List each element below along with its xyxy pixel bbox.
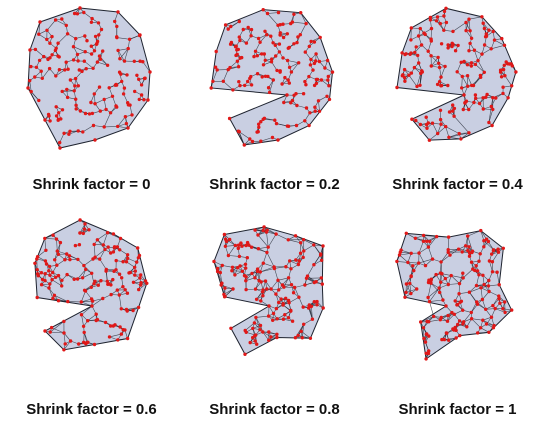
point-cloud-boundary-diagram	[395, 6, 518, 142]
panel-caption: Shrink factor = 0.4	[392, 176, 523, 193]
panel-shrink-0.6: Shrink factor = 0.6	[0, 211, 183, 422]
panel-caption: Shrink factor = 1	[398, 401, 517, 418]
point-markers	[395, 228, 514, 361]
point-cloud-boundary-diagram	[33, 218, 149, 352]
shape-fill	[396, 230, 513, 360]
panel-shrink-1: Shrink factor = 1	[366, 211, 549, 422]
point-markers	[395, 6, 518, 142]
point-markers	[33, 218, 149, 352]
point-markers	[212, 225, 325, 356]
shape-fill	[34, 219, 148, 351]
point-cloud-boundary-diagram	[212, 225, 325, 356]
point-markers	[26, 6, 152, 150]
point-cloud-boundary-diagram	[209, 8, 335, 147]
point-cloud-boundary-diagram	[26, 6, 152, 150]
panel-caption: Shrink factor = 0.6	[26, 401, 157, 418]
shape-fill	[396, 7, 517, 141]
shape-fill	[210, 9, 334, 146]
panel-caption: Shrink factor = 0.8	[209, 401, 340, 418]
panel-shrink-0.2: Shrink factor = 0.2	[183, 0, 366, 211]
point-markers	[209, 8, 335, 147]
panel-caption: Shrink factor = 0.2	[209, 176, 340, 193]
panel-shrink-0.8: Shrink factor = 0.8	[183, 211, 366, 422]
panel-caption: Shrink factor = 0	[32, 176, 151, 193]
point-cloud-boundary-diagram	[395, 228, 514, 361]
panel-shrink-0: Shrink factor = 0	[0, 0, 183, 211]
panel-shrink-0.4: Shrink factor = 0.4	[366, 0, 549, 211]
